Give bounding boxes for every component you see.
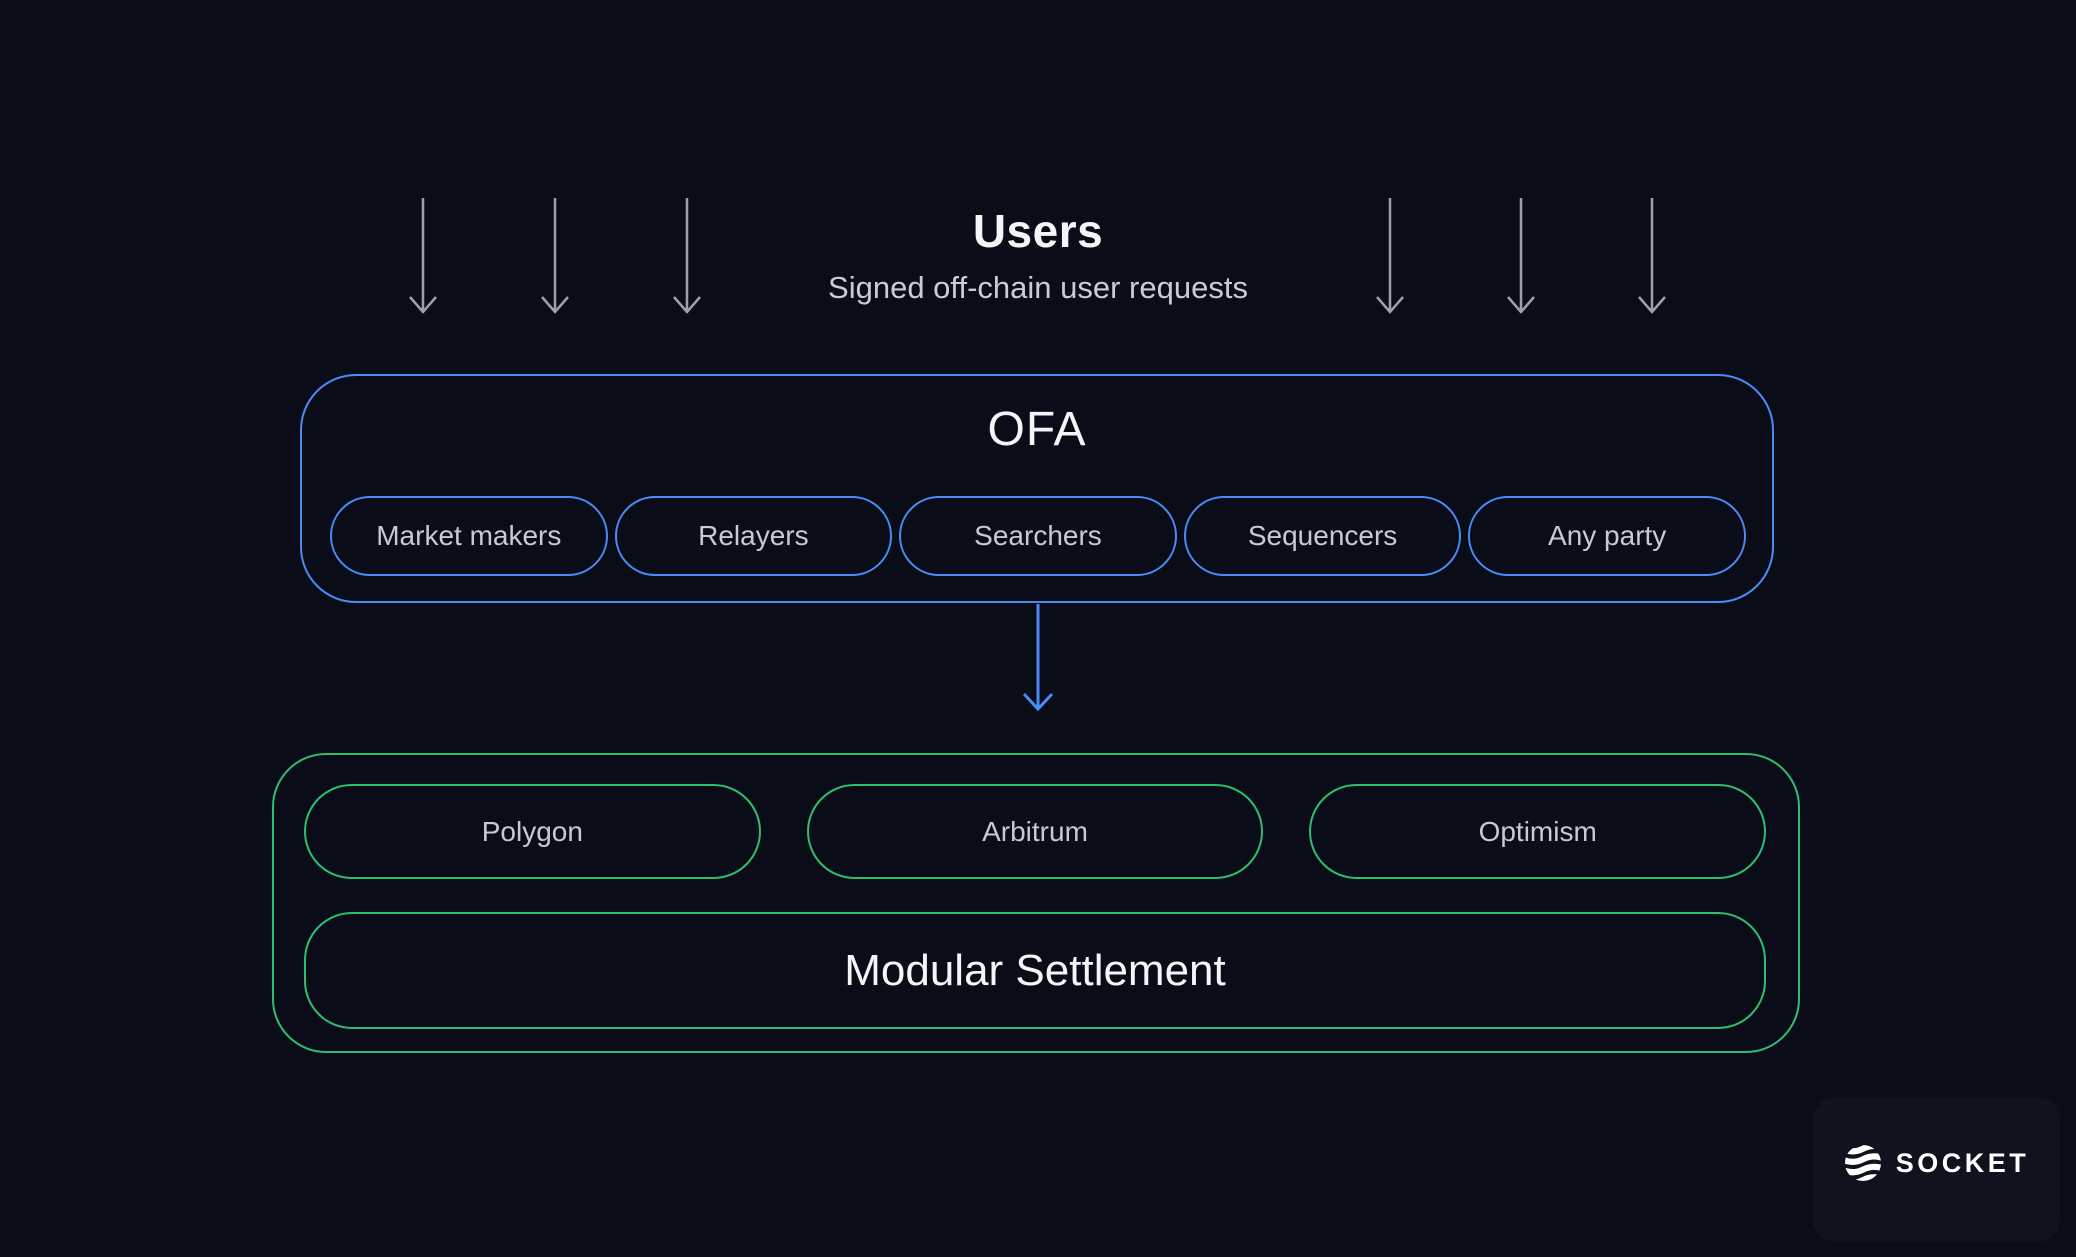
down-arrow-icon <box>1022 604 1054 712</box>
socket-wordmark: SOCKET <box>1895 1147 2030 1178</box>
down-arrow-icon <box>1638 198 1666 314</box>
ofa-participants-row: Market makers Relayers Searchers Sequenc… <box>330 496 1746 576</box>
down-arrow-icon <box>541 198 569 314</box>
chains-row: Polygon Arbitrum Optimism <box>304 784 1767 879</box>
ofa-title: OFA <box>987 403 1087 456</box>
users-subtitle: Signed off-chain user requests <box>828 270 1248 305</box>
chain-pill-arbitrum: Arbitrum <box>806 784 1264 879</box>
ofa-pill-market-makers: Market makers <box>330 496 608 576</box>
socket-logo-panel: SOCKET <box>1813 1098 2060 1242</box>
down-arrow-icon <box>409 198 437 314</box>
ofa-pill-searchers: Searchers <box>899 496 1177 576</box>
users-title: Users <box>972 205 1104 257</box>
chain-pill-optimism: Optimism <box>1309 784 1767 879</box>
ofa-pill-relayers: Relayers <box>614 496 893 576</box>
settlement-container: Polygon Arbitrum Optimism Modular Settle… <box>272 753 1800 1053</box>
socket-wave-globe-icon <box>1844 1144 1881 1182</box>
down-arrow-icon <box>1376 198 1404 314</box>
modular-settlement-box: Modular Settlement <box>304 912 1766 1029</box>
ofa-pill-any-party: Any party <box>1468 496 1746 576</box>
ofa-container: OFA Market makers Relayers Searchers Seq… <box>300 374 1774 603</box>
down-arrow-icon <box>673 198 701 314</box>
down-arrow-icon <box>1507 198 1535 314</box>
ofa-pill-sequencers: Sequencers <box>1183 496 1462 576</box>
chain-pill-polygon: Polygon <box>304 784 761 879</box>
